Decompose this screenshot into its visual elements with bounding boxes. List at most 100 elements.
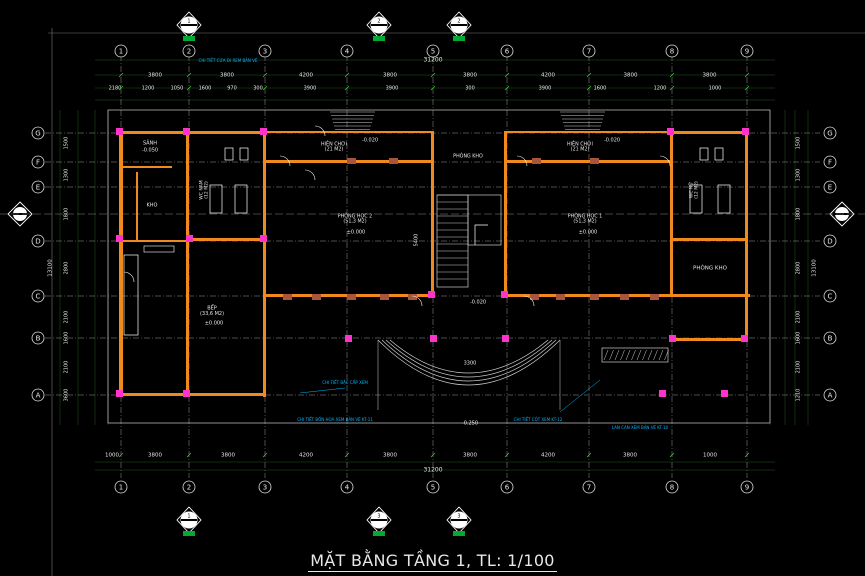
kitchen-counter bbox=[123, 254, 139, 336]
grid-bubble-bottom-9 bbox=[740, 480, 754, 494]
door-swing-6 bbox=[123, 271, 135, 283]
grid-bubble-top-8 bbox=[665, 44, 679, 58]
dim-total-right: 13100 bbox=[812, 259, 818, 277]
column-8 bbox=[667, 128, 674, 135]
ramp-hatch-1 bbox=[609, 349, 614, 361]
wall-stud-12 bbox=[532, 158, 541, 164]
dim-tick-2-1 bbox=[262, 85, 268, 91]
grid-label-left-G: G bbox=[35, 130, 40, 138]
note-step-detail: CHI TIẾT BẬC CẤP XEM bbox=[322, 379, 368, 385]
ramp-hatch-4 bbox=[625, 349, 631, 361]
dim-tick-6-0 bbox=[586, 72, 592, 78]
note-leader-a bbox=[299, 387, 346, 394]
wc-fixture-2 bbox=[699, 147, 709, 161]
room-hien-chcl-left: HIÊN CHƠI(21 M2) bbox=[321, 139, 347, 152]
column-10 bbox=[345, 335, 352, 342]
grid-label-right-B: B bbox=[828, 335, 833, 343]
room-hien-chcl-right: HIÊN CHƠI(21 M2) bbox=[567, 139, 593, 152]
wall-stud-2 bbox=[347, 294, 356, 300]
door-swing-0 bbox=[314, 125, 326, 137]
grid-label-left-F: F bbox=[36, 159, 40, 167]
note-leader-c bbox=[559, 379, 601, 413]
grid-bubble-right-F bbox=[823, 155, 837, 169]
wall-wc-right-left bbox=[670, 131, 673, 297]
level-hien-right: -0.020 bbox=[604, 138, 620, 144]
grid-label-top-1: 1 bbox=[119, 48, 123, 56]
grid-bubble-bottom-7 bbox=[582, 480, 596, 494]
room-phong-kho-top: PHÒNG KHO bbox=[453, 153, 483, 160]
dim-top-row2-6: 3900 bbox=[304, 86, 317, 92]
dim-bottom-6: 4200 bbox=[541, 453, 555, 459]
dim-total-left: 13100 bbox=[48, 259, 54, 277]
grid-bubble-bottom-1 bbox=[114, 480, 128, 494]
grid-bubble-left-G bbox=[31, 126, 45, 140]
section-marker-label-1: 2 bbox=[377, 19, 380, 25]
dim-tick-5-1 bbox=[504, 85, 510, 91]
wc-fixture-0 bbox=[224, 147, 234, 161]
grid-label-bottom-5: 5 bbox=[431, 484, 435, 492]
note-door-detail: CHI TIẾT CỬA ĐI XEM BẢN VẼ bbox=[199, 57, 258, 63]
room-bep-level: ±0.000 bbox=[205, 321, 224, 327]
wc-cubicle-1 bbox=[234, 184, 248, 214]
dim-right-2: 1800 bbox=[796, 208, 802, 221]
wall-stud-9 bbox=[650, 294, 659, 300]
wc-fixture-1 bbox=[239, 147, 249, 161]
wall-stud-10 bbox=[347, 158, 356, 164]
section-marker-label-3: 1 bbox=[187, 514, 190, 520]
dim-left-7: 3600 bbox=[64, 389, 70, 402]
dim-tick-3-0 bbox=[344, 72, 350, 78]
grid-label-right-F: F bbox=[828, 159, 832, 167]
column-3 bbox=[116, 390, 123, 397]
wall-stud-13 bbox=[590, 158, 599, 164]
dim-top-row2-5: 300 bbox=[253, 86, 263, 92]
grid-label-bottom-1: 1 bbox=[119, 484, 123, 492]
dim-bottom-3: 4200 bbox=[299, 453, 313, 459]
wall-stud-7 bbox=[590, 294, 599, 300]
dim-left-3: 2800 bbox=[64, 262, 70, 275]
section-marker-bar-4 bbox=[371, 519, 387, 521]
building-outline bbox=[107, 109, 771, 424]
grid-label-left-B: B bbox=[36, 335, 41, 343]
wall-wc-left-right bbox=[263, 131, 266, 296]
grid-bubble-bottom-2 bbox=[182, 480, 196, 494]
wall-stud-0 bbox=[283, 294, 292, 300]
dim-right-0: 1500 bbox=[796, 137, 802, 150]
level-hoc-right: ±0.000 bbox=[579, 230, 598, 236]
wall-right-outer bbox=[745, 131, 748, 340]
dim-tick-8-0 bbox=[744, 72, 750, 78]
dim-right-1: 1300 bbox=[796, 169, 802, 182]
room-sanh-left: SẢNH bbox=[143, 139, 157, 147]
grid-bubble-top-1 bbox=[114, 44, 128, 58]
column-5 bbox=[260, 235, 267, 242]
wall-wc-left-top bbox=[189, 131, 266, 134]
grid-bubble-left-A bbox=[31, 388, 45, 402]
room-phong-kho-right: PHÒNG KHO bbox=[693, 265, 728, 272]
kitchen-shelf bbox=[143, 245, 175, 253]
grid-bubble-top-6 bbox=[500, 44, 514, 58]
wall-wc-right-top bbox=[670, 131, 748, 134]
dim-stair: 5400 bbox=[414, 234, 420, 247]
column-18 bbox=[116, 235, 123, 242]
section-marker-bar-2 bbox=[451, 24, 467, 26]
dim-top-row2-1: 1200 bbox=[142, 86, 155, 92]
dim-left-0: 1500 bbox=[64, 137, 70, 150]
wall-left-inner bbox=[186, 131, 189, 396]
grid-bubble-right-A bbox=[823, 388, 837, 402]
ramp-hatch-0 bbox=[603, 349, 609, 361]
door-swing-1 bbox=[516, 155, 528, 167]
dim-bottom-2: 3800 bbox=[221, 453, 235, 459]
dim-tick-7-2 bbox=[669, 452, 675, 458]
grid-bubble-top-2 bbox=[182, 44, 196, 58]
door-swing-7 bbox=[304, 169, 316, 181]
grid-bubble-left-B bbox=[31, 331, 45, 345]
column-6 bbox=[428, 291, 435, 298]
dim-tick-8-2 bbox=[744, 452, 750, 458]
wall-kho-side bbox=[136, 172, 138, 240]
ramp-hatch-6 bbox=[636, 349, 642, 361]
section-marker-bar-5 bbox=[451, 519, 467, 521]
wall-left-outer bbox=[119, 131, 123, 396]
wall-bep-bottom bbox=[189, 393, 266, 396]
dim-bottom-0: 1000 bbox=[105, 453, 119, 459]
column-13 bbox=[669, 335, 676, 342]
